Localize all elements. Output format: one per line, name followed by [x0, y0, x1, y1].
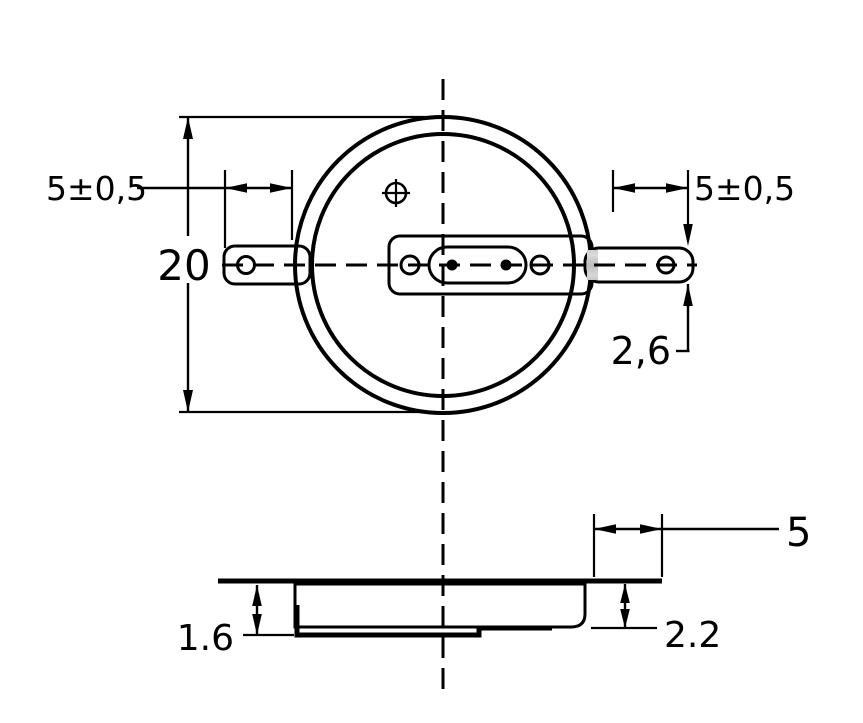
arrowhead-left	[594, 524, 616, 534]
dim-label-side-tab: 5	[786, 510, 811, 556]
dim-strip-width: 2,6	[611, 224, 693, 373]
arrowhead-right	[640, 524, 662, 534]
dim-height-right: 2.2	[591, 584, 721, 656]
dim-diameter: 20	[157, 115, 436, 414]
arrowhead-right	[666, 183, 688, 193]
arrowhead-left	[225, 183, 247, 193]
arrowhead-down	[683, 224, 693, 246]
dim-label-strip-width: 2,6	[611, 329, 671, 373]
side-view: 1.6 2.2 5	[177, 510, 812, 659]
arrowhead-up	[252, 585, 262, 606]
dim-label-height-left: 1.6	[177, 618, 234, 659]
dim-right-tab-spacing: 5±0,5	[611, 169, 795, 228]
dim-label-diameter: 20	[157, 241, 210, 290]
arrowhead-up	[620, 584, 630, 603]
dim-height-left: 1.6	[177, 585, 294, 659]
dim-label-height-right: 2.2	[664, 615, 721, 656]
arrowhead-down	[252, 614, 262, 635]
top-view: 20 5±0,5 5±0,5 2,6	[46, 79, 795, 691]
dim-side-tab: 5	[592, 510, 811, 577]
side-can-bottom	[294, 605, 552, 638]
arrowhead-down	[183, 390, 193, 412]
center-mark-icon	[382, 179, 410, 207]
weld-spot-right	[500, 259, 512, 271]
side-cell-body	[293, 582, 587, 629]
dim-label-left-tab: 5±0,5	[46, 169, 147, 208]
arrowhead-up	[183, 117, 193, 139]
arrowhead-right	[270, 183, 292, 193]
dim-left-tab-spacing: 5±0,5	[46, 169, 294, 248]
plate-seam-cover	[587, 250, 598, 280]
arrowhead-down	[620, 609, 630, 628]
weld-spot-left	[446, 259, 458, 271]
arrowhead-left	[613, 183, 635, 193]
dim-label-right-tab: 5±0,5	[694, 169, 795, 208]
